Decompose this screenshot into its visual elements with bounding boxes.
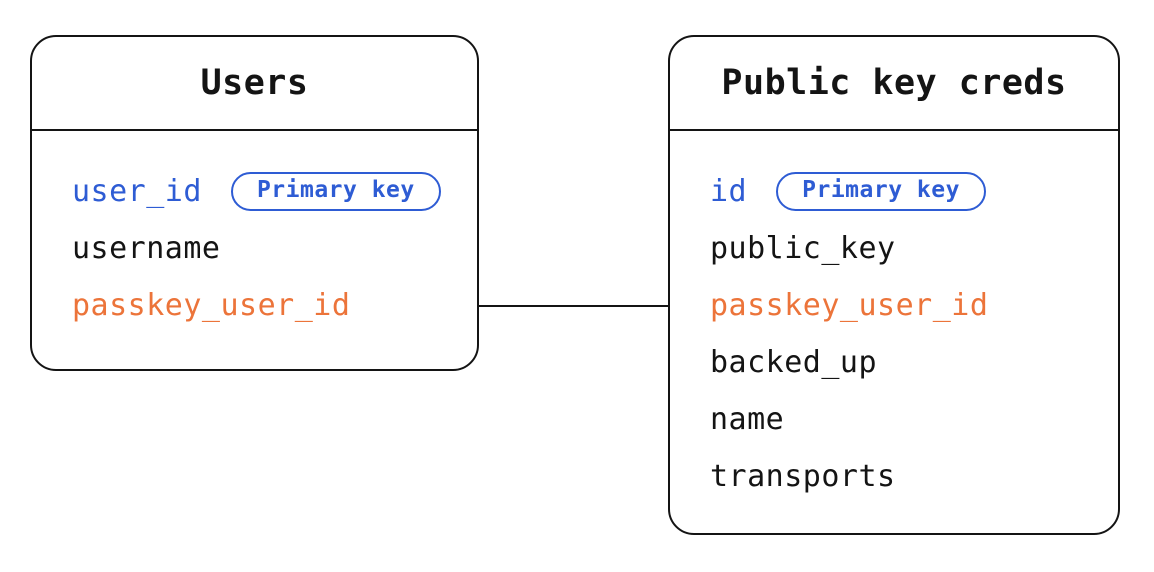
field-name: passkey_user_id: [710, 288, 989, 323]
field-name: public_key: [710, 231, 896, 266]
field-name: transports: [710, 459, 896, 494]
relationship-line: [479, 305, 668, 307]
field-name: passkey_user_id: [72, 288, 351, 323]
field-row[interactable]: name: [670, 391, 1118, 448]
primary-key-badge: Primary key: [776, 171, 986, 212]
field-row[interactable]: passkey_user_id: [670, 277, 1118, 334]
field-name: id: [710, 174, 748, 209]
field-list: user_id Primary key username passkey_user_i…: [32, 131, 477, 334]
table-title: Public key creds: [670, 37, 1118, 131]
table-users[interactable]: Users user_id Primary key username passkey_u…: [30, 35, 479, 371]
field-name: username: [72, 231, 221, 266]
field-row[interactable]: id Primary key: [670, 163, 1118, 220]
field-row[interactable]: public_key: [670, 220, 1118, 277]
field-row[interactable]: username: [32, 220, 477, 277]
field-row[interactable]: passkey_user_id: [32, 277, 477, 334]
table-title: Users: [32, 37, 477, 131]
field-row[interactable]: user_id Primary key: [32, 163, 477, 220]
primary-key-badge: Primary key: [230, 171, 441, 212]
field-row[interactable]: transports: [670, 448, 1118, 505]
field-name: name: [710, 402, 785, 437]
field-name: backed_up: [710, 345, 878, 380]
field-name: user_id: [72, 174, 202, 209]
field-row[interactable]: backed_up: [670, 334, 1118, 391]
